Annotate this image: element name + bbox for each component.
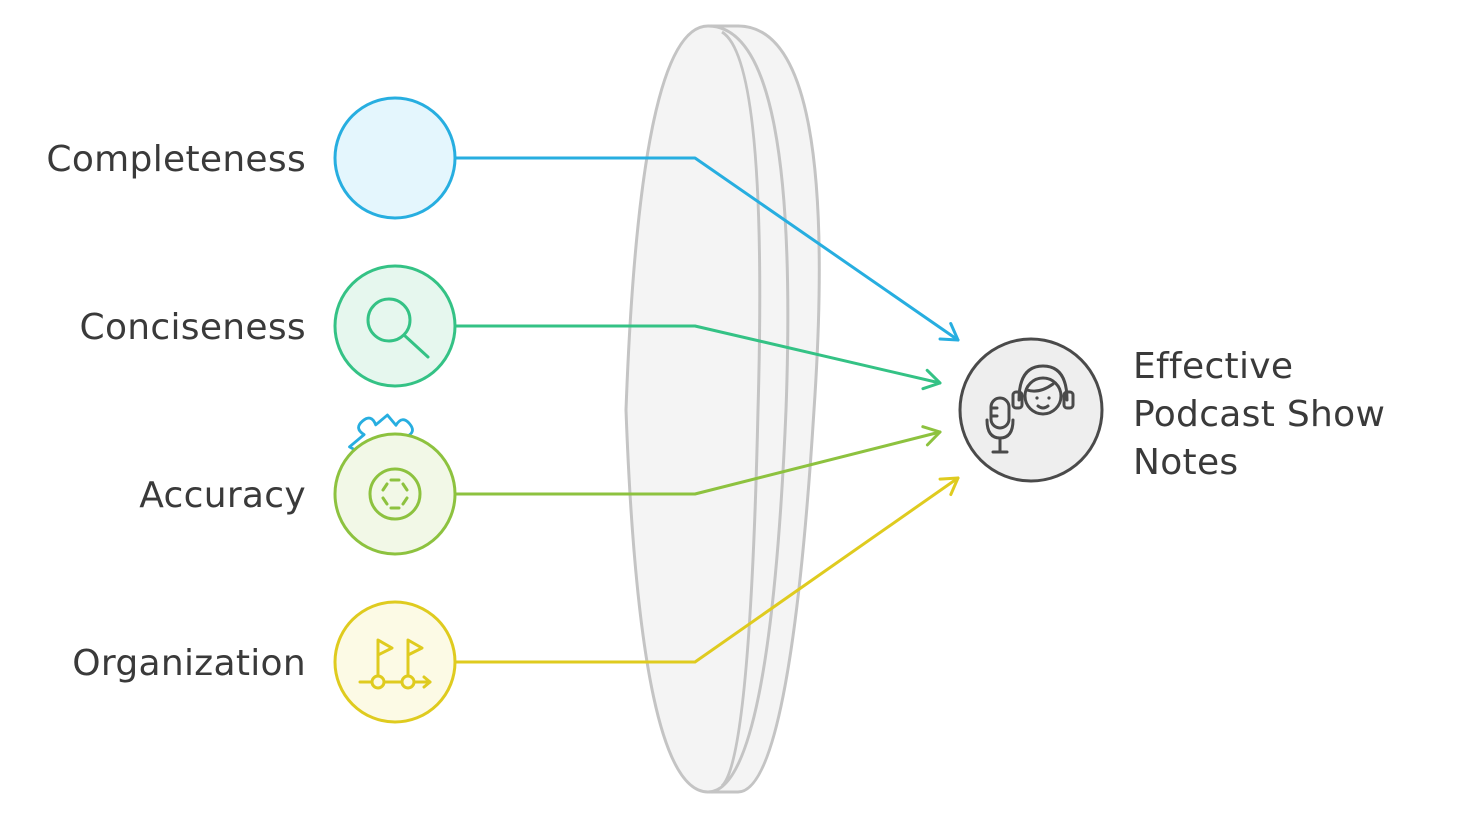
input-label: Organization xyxy=(72,643,306,684)
lens xyxy=(624,24,821,794)
output-label-line-1: Effective xyxy=(1133,346,1293,387)
input-circle xyxy=(333,432,457,556)
input-node-conciseness: Conciseness xyxy=(80,264,457,388)
target-focus-icon xyxy=(368,467,422,521)
input-node-accuracy: Accuracy xyxy=(139,432,457,556)
output-label-line-3: Notes xyxy=(1133,442,1238,483)
input-node-organization: Organization xyxy=(72,600,457,724)
arrowhead-accuracy xyxy=(921,425,942,447)
input-label: Accuracy xyxy=(139,475,306,516)
input-circle xyxy=(333,600,457,724)
input-nodes: CompletenessConcisenessAccuracyOrganizat… xyxy=(46,96,457,724)
output-label-line-2: Podcast Show xyxy=(1133,394,1385,435)
input-label: Completeness xyxy=(46,139,306,180)
output-node: Effective Podcast Show Notes xyxy=(958,337,1385,483)
flow-line-completeness xyxy=(453,156,960,342)
arrowhead-organization xyxy=(938,476,960,497)
flow-lines xyxy=(453,156,960,664)
arrowhead-completeness xyxy=(938,322,960,342)
arrowhead-conciseness xyxy=(921,368,942,391)
input-circle xyxy=(333,96,457,220)
magnifier-icon xyxy=(366,297,430,359)
flags-timeline-icon xyxy=(358,638,432,690)
flow-line-conciseness xyxy=(453,324,942,385)
flow-line-accuracy xyxy=(453,430,942,496)
input-circle xyxy=(333,264,457,388)
input-node-completeness: Completeness xyxy=(46,96,457,480)
podcast-host-headphones-icon xyxy=(985,364,1075,454)
flow-line-organization xyxy=(453,476,960,664)
input-label: Conciseness xyxy=(80,307,306,348)
